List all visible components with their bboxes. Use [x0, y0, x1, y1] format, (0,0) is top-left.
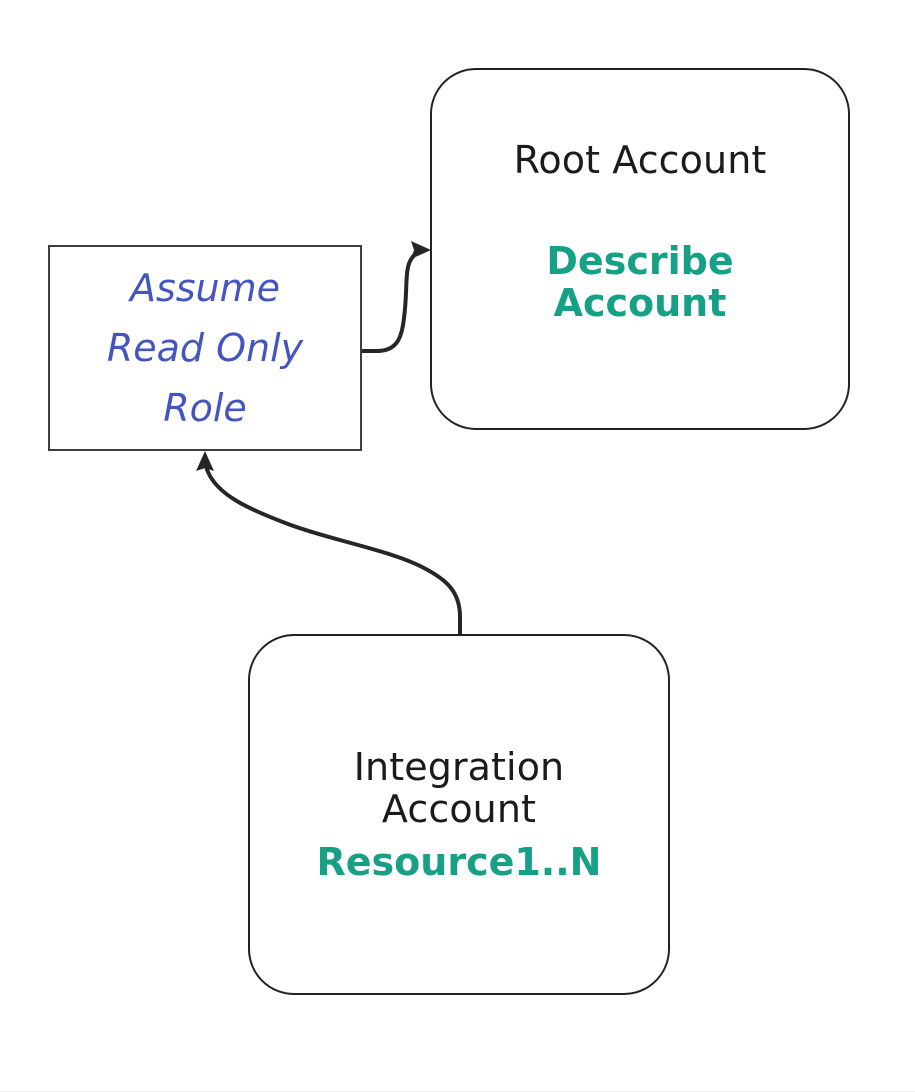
integration-account-resources: Resource1..N: [316, 839, 602, 884]
edge-integration-to-role-arrowhead: [196, 451, 214, 471]
node-root-account[interactable]: Root Account Describe Account: [430, 68, 850, 430]
edge-role-to-root-arrowhead: [411, 241, 431, 259]
node-assume-read-only-role[interactable]: Assume Read Only Role: [48, 245, 362, 451]
assume-role-label: Assume Read Only Role: [106, 265, 304, 431]
edge-role-to-root-path: [362, 248, 424, 353]
node-integration-account[interactable]: Integration Account Resource1..N: [248, 634, 670, 995]
edge-integration-to-role: [196, 451, 462, 634]
root-account-action: Describe Account: [546, 238, 734, 326]
integration-account-title: Integration Account: [353, 744, 565, 832]
edge-integration-to-role-path: [203, 459, 462, 634]
edge-role-to-root: [362, 241, 431, 353]
root-account-title: Root Account: [513, 138, 767, 182]
